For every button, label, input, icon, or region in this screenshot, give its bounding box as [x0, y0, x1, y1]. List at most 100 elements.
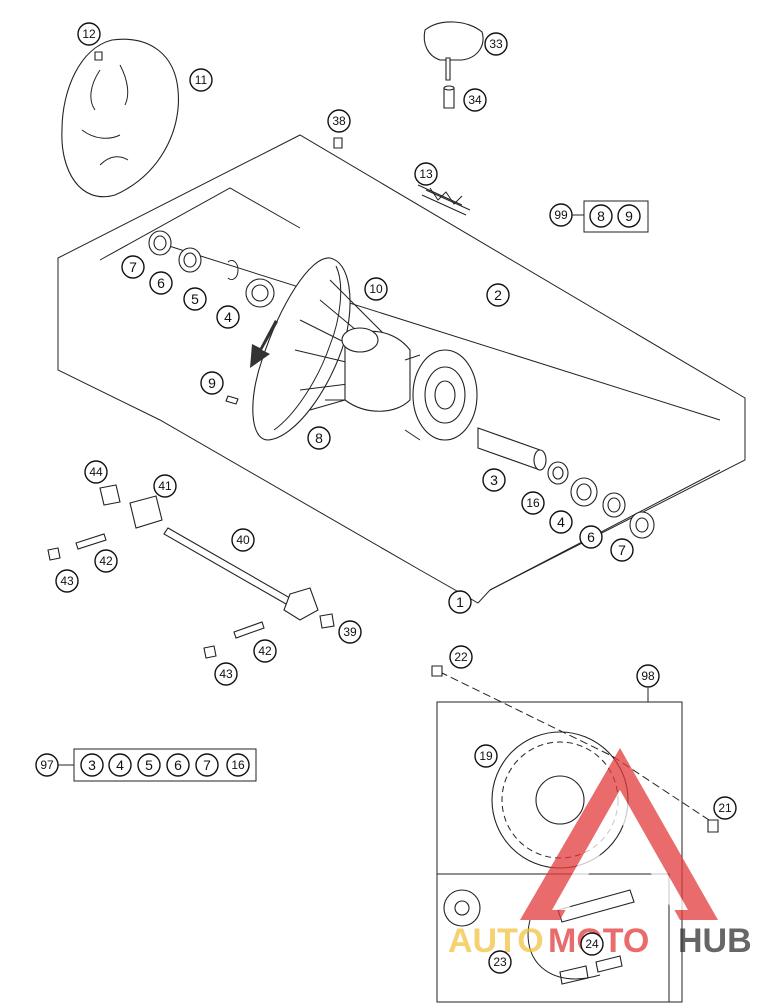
callout-circle — [488, 950, 512, 974]
chain-guide-pad — [423, 21, 484, 81]
callout-c38: 38 — [327, 109, 351, 133]
callout-number: 39 — [343, 625, 357, 639]
wheel-assembly-outline — [57, 134, 746, 604]
callout-number: 19 — [479, 749, 493, 763]
sprocket-bolt — [431, 665, 443, 677]
callout-circle — [149, 271, 173, 295]
callout-number: 4 — [557, 514, 565, 530]
callout-circle — [200, 371, 224, 395]
callout-circle — [448, 590, 472, 614]
callout-circle — [338, 620, 362, 644]
callout-circle — [307, 426, 331, 450]
adjuster-bolt-right — [233, 621, 265, 639]
callout-number: 10 — [369, 282, 383, 296]
callout-c3a: 3 — [482, 468, 506, 492]
callout-circle — [549, 510, 573, 534]
inner-outline — [99, 187, 301, 261]
callout-c21: 21 — [713, 796, 737, 820]
callout-circle — [414, 162, 438, 186]
callout-c44: 44 — [84, 460, 108, 484]
callout-c43a: 43 — [55, 569, 79, 593]
callout-c42a: 42 — [94, 549, 118, 573]
left-bearing-stack — [148, 230, 275, 308]
spoke-nipple — [225, 395, 239, 405]
front-sprocket — [443, 889, 481, 927]
kit-97: 97 3 4 5 6 7 16 — [35, 748, 257, 782]
callout-c23: 23 — [488, 950, 512, 974]
callout-number: 11 — [195, 73, 208, 87]
callout-circle — [216, 305, 240, 329]
callout-c8: 8 — [307, 426, 331, 450]
adjuster-bolt-left — [75, 533, 107, 550]
callout-c4a: 4 — [216, 305, 240, 329]
callout-c16a: 16 — [521, 491, 545, 515]
callout-number: 38 — [332, 114, 346, 128]
kit-97-item-4: 7 — [203, 757, 211, 773]
callout-c41: 41 — [153, 474, 177, 498]
callout-c10: 10 — [364, 277, 388, 301]
callout-number: 8 — [315, 430, 323, 446]
callout-circle — [449, 645, 473, 669]
callout-circle — [327, 109, 351, 133]
callout-circle — [214, 662, 238, 686]
callout-c7b: 7 — [610, 538, 634, 562]
callout-c22: 22 — [449, 645, 473, 669]
callout-number: 6 — [587, 529, 595, 545]
callout-number: 3 — [490, 472, 498, 488]
kit-99: 99 8 9 — [549, 200, 649, 233]
callout-c4b: 4 — [549, 510, 573, 534]
callout-c5: 5 — [183, 287, 207, 311]
callout-number: 40 — [236, 533, 250, 547]
callout-number: 6 — [157, 275, 165, 291]
axle-nut — [99, 484, 121, 506]
kit-99-item-0: 8 — [597, 208, 605, 224]
rim-tape — [417, 184, 471, 216]
callout-circle — [55, 569, 79, 593]
kit-97-item-5: 16 — [231, 758, 245, 772]
callout-circle — [121, 255, 145, 279]
callout-circle — [579, 525, 603, 549]
callout-number: 7 — [129, 259, 137, 275]
rotation-arrow-icon — [250, 320, 278, 368]
callout-number: 9 — [208, 375, 216, 391]
disc-bolt — [94, 51, 103, 61]
callout-circle — [713, 796, 737, 820]
callout-c9: 9 — [200, 371, 224, 395]
callout-c24: 24 — [580, 932, 604, 956]
adjuster-nut-right — [203, 645, 217, 659]
kit-98: 98 — [636, 664, 660, 688]
callout-number: 4 — [224, 309, 232, 325]
callout-number: 1 — [456, 594, 464, 610]
callout-circle — [482, 468, 506, 492]
callout-number: 23 — [493, 955, 507, 969]
callout-c42b: 42 — [253, 639, 277, 663]
rim — [252, 257, 351, 441]
callout-circle — [94, 549, 118, 573]
callout-c43b: 43 — [214, 662, 238, 686]
kit-97-item-3: 6 — [174, 757, 182, 773]
hub-axis-line — [149, 239, 721, 591]
callout-number: 33 — [489, 37, 503, 51]
callout-number: 42 — [99, 554, 113, 568]
callout-number: 13 — [419, 167, 433, 181]
sleeve — [443, 85, 455, 109]
callout-number: 7 — [618, 542, 626, 558]
callout-circle — [253, 639, 277, 663]
callout-circle — [463, 88, 487, 112]
hub-with-spokes — [294, 279, 478, 441]
kit-97-item-1: 4 — [116, 757, 124, 773]
right-bearing-stack — [547, 461, 655, 539]
callout-circle — [580, 932, 604, 956]
adjuster-nut-left — [47, 547, 61, 561]
callout-c2: 2 — [486, 283, 510, 307]
callout-number: 43 — [219, 667, 233, 681]
kit-98-label: 98 — [641, 669, 655, 683]
brake-disc — [61, 38, 180, 198]
callout-number: 24 — [585, 937, 599, 951]
kit-97-item-0: 3 — [88, 757, 96, 773]
callout-circle — [77, 22, 101, 46]
callout-c1: 1 — [448, 590, 472, 614]
callout-c13: 13 — [414, 162, 438, 186]
